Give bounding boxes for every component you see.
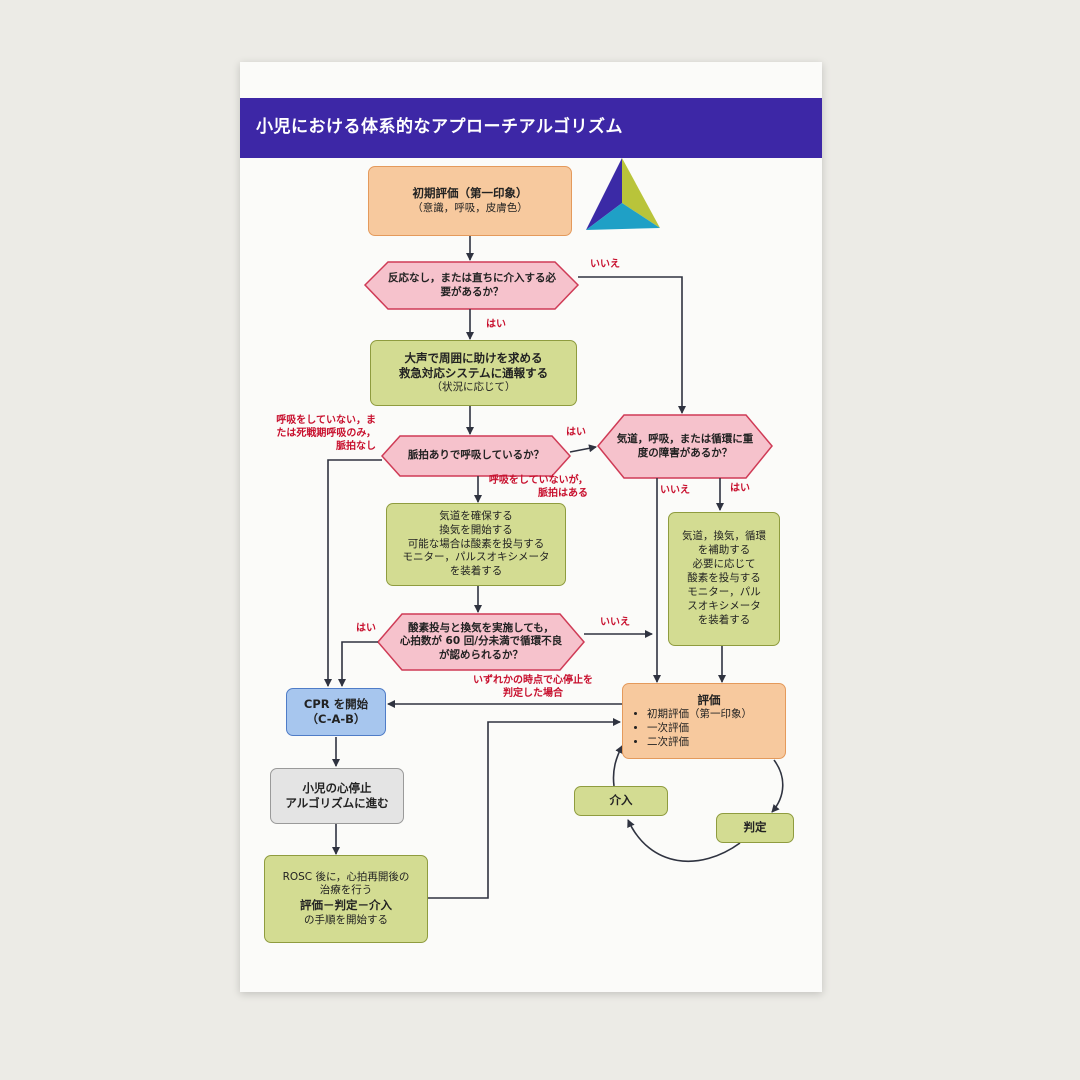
decision-4-line-3: が認められるか？ bbox=[439, 648, 523, 661]
support-line-5: モニター，パル bbox=[687, 585, 761, 598]
evaluate-list: 初期評価（第一印象） 一次評価 二次評価 bbox=[633, 708, 752, 750]
cpr-line-1: CPR を開始 bbox=[303, 696, 369, 711]
label-yes-3: はい bbox=[730, 483, 750, 494]
label-yes-2: はい bbox=[566, 427, 586, 438]
call-line-3: （状況に応じて） bbox=[431, 381, 516, 394]
decision-2-line: 脈拍ありで呼吸しているか？ bbox=[407, 449, 545, 462]
initial-assessment-box: 初期評価（第一印象） （意識，呼吸，皮膚色） bbox=[368, 166, 572, 236]
triangle-logo-icon bbox=[586, 158, 660, 230]
call-line-2: 救急対応システムに通報する bbox=[398, 366, 549, 381]
label-not-breathing: 呼吸をしていない，ま たは死戦期呼吸のみ， 脈拍なし bbox=[270, 414, 376, 453]
decision-2-text: 脈拍ありで呼吸しているか？ bbox=[396, 436, 556, 476]
label-no-4: いいえ bbox=[600, 617, 630, 628]
label-not-breathing-1: 呼吸をしていない，ま bbox=[276, 415, 376, 426]
rosc-box: ROSC 後に，心拍再開後の 治療を行う 評価－判定－介入 の手順を開始する bbox=[264, 855, 428, 943]
judge-box: 判定 bbox=[716, 813, 794, 843]
airway-line-1: 気道を確保する bbox=[439, 509, 513, 522]
arrest-algorithm-box: 小児の心停止 アルゴリズムに進む bbox=[270, 768, 404, 824]
initial-assessment-detail: （意識，呼吸，皮膚色） bbox=[412, 201, 528, 214]
support-line-3: 必要に応じて bbox=[692, 558, 756, 571]
label-no-1: いいえ bbox=[590, 259, 620, 270]
rosc-line-2: 治療を行う bbox=[319, 884, 373, 897]
cpr-box: CPR を開始 （C-A-B） bbox=[286, 688, 386, 736]
support-line-2: を補助する bbox=[697, 544, 751, 557]
decision-hexagon-2 bbox=[380, 435, 572, 477]
evaluate-item: 初期評価（第一印象） bbox=[647, 708, 752, 722]
decision-hexagon-4 bbox=[377, 613, 585, 671]
cpr-line-2: （C-A-B） bbox=[306, 712, 366, 726]
airway-line-4: モニター，パルスオキシメータ bbox=[402, 551, 550, 564]
intervene-label: 介入 bbox=[609, 793, 633, 808]
intervene-box: 介入 bbox=[574, 786, 668, 816]
label-not-breathing-2: たは死戦期呼吸のみ， bbox=[276, 428, 376, 439]
decision-3-text: 気道，呼吸，または循環に重 度の障害があるか？ bbox=[614, 415, 756, 478]
evaluate-box: 評価 初期評価（第一印象） 一次評価 二次評価 bbox=[622, 683, 786, 759]
airway-line-2: 換気を開始する bbox=[439, 523, 513, 536]
arrest-line-1: 小児の心停止 bbox=[302, 780, 372, 795]
decision-1-line-1: 反応なし，または直ちに介入する必 bbox=[388, 271, 556, 284]
arrest-line-2: アルゴリズムに進む bbox=[285, 796, 389, 810]
support-line-7: を装着する bbox=[697, 613, 751, 626]
label-no-3: いいえ bbox=[660, 485, 690, 496]
airway-ventilation-box: 気道を確保する 換気を開始する 可能な場合は酸素を投与する モニター，パルスオキ… bbox=[386, 503, 566, 586]
rosc-line-1: ROSC 後に，心拍再開後の bbox=[282, 870, 410, 883]
decision-4-text: 酸素投与と換気を実施しても， 心拍数が 60 回/分未満で循環不良 が認められる… bbox=[392, 614, 570, 670]
label-arrest-any-2: 判定した場合 bbox=[503, 688, 563, 699]
header-bar: 小児における体系的なアプローチアルゴリズム bbox=[240, 98, 822, 158]
label-no-breath-pulse-1: 呼吸をしていないが， bbox=[488, 475, 588, 486]
decision-1-line-2: 要があるか？ bbox=[440, 285, 504, 298]
airway-line-5: を装着する bbox=[449, 565, 503, 578]
label-yes-4: はい bbox=[356, 623, 376, 634]
label-no-breath-pulse-2: 脈拍はある bbox=[538, 488, 588, 499]
decision-4-line-2: 心拍数が 60 回/分未満で循環不良 bbox=[399, 635, 563, 648]
judge-label: 判定 bbox=[743, 820, 767, 835]
page-title: 小児における体系的なアプローチアルゴリズム bbox=[256, 117, 623, 137]
support-line-1: 気道，換気，循環 bbox=[682, 530, 766, 543]
airway-line-3: 可能な場合は酸素を投与する bbox=[407, 537, 545, 550]
decision-3-line-1: 気道，呼吸，または循環に重 bbox=[616, 432, 754, 445]
support-line-6: スオキシメータ bbox=[687, 599, 761, 612]
decision-hexagon-1 bbox=[363, 261, 580, 310]
call-line-1: 大声で周囲に助けを求める bbox=[404, 350, 543, 365]
decision-3-line-2: 度の障害があるか？ bbox=[637, 446, 733, 459]
evaluate-item: 一次評価 bbox=[647, 722, 752, 736]
support-box: 気道，換気，循環 を補助する 必要に応じて 酸素を投与する モニター，パル スオ… bbox=[668, 512, 780, 646]
label-arrest-any-1: いずれかの時点で心停止を bbox=[473, 675, 593, 686]
label-no-breath-pulse: 呼吸をしていないが， 脈拍はある bbox=[468, 474, 588, 500]
evaluate-title: 評価 bbox=[697, 692, 721, 707]
rosc-line-4: の手順を開始する bbox=[304, 913, 388, 926]
support-line-4: 酸素を投与する bbox=[687, 572, 761, 585]
decision-4-line-1: 酸素投与と換気を実施しても， bbox=[408, 621, 554, 634]
decision-1-text: 反応なし，または直ちに介入する必 要があるか？ bbox=[380, 262, 564, 309]
label-arrest-any-time: いずれかの時点で心停止を 判定した場合 bbox=[458, 674, 608, 700]
call-for-help-box: 大声で周囲に助けを求める 救急対応システムに通報する （状況に応じて） bbox=[370, 340, 577, 406]
rosc-line-3: 評価－判定－介入 bbox=[300, 898, 392, 913]
evaluate-item: 二次評価 bbox=[647, 736, 752, 750]
decision-hexagon-3 bbox=[597, 414, 773, 479]
label-not-breathing-3: 脈拍なし bbox=[336, 441, 376, 452]
initial-assessment-title: 初期評価（第一印象） bbox=[412, 186, 528, 201]
label-yes-1: はい bbox=[486, 319, 506, 330]
